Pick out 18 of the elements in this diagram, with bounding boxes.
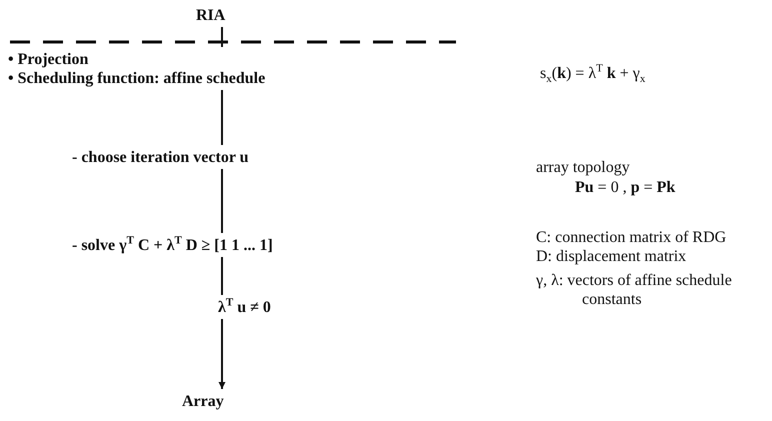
- connector-line: [221, 169, 223, 233]
- arrow: [218, 319, 226, 389]
- connector-line: [221, 257, 223, 295]
- step-text: - choose iteration vector u: [72, 148, 249, 167]
- definition-text: D: displacement matrix: [536, 247, 686, 266]
- connector-line: [221, 90, 223, 145]
- connector-line: [221, 27, 223, 47]
- bullet-item: • Scheduling function: affine schedule: [8, 69, 266, 88]
- heading: Array: [182, 392, 224, 411]
- caption-text: array topology: [536, 158, 630, 177]
- heading: RIA: [196, 6, 226, 25]
- bullet-item: • Projection: [8, 50, 90, 69]
- equation: - solve γ$^{T}$ C + λ$^{T}$ D ≥ [1 1 ... 1]: [72, 236, 273, 255]
- definition-text: C: connection matrix of RDG: [536, 228, 726, 247]
- formula: Pu = 0 , p = Pk: [575, 178, 676, 197]
- definition-text: γ, λ: vectors of affine schedule constants: [536, 271, 733, 309]
- equation: λ$^{T}$ u ≠ 0: [218, 298, 271, 317]
- formula: s$_{x}$(k) = λ$^{T}$ k + γ$_{x}$: [540, 64, 646, 83]
